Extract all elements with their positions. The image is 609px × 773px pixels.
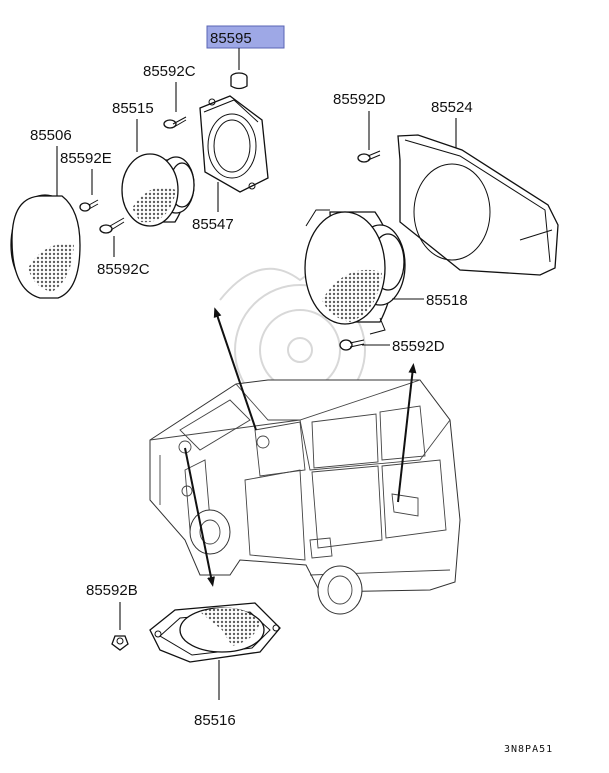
- part-label-85516[interactable]: 85516: [194, 712, 236, 729]
- part-label-85518[interactable]: 85518: [426, 292, 468, 309]
- part-85518-speaker: [304, 209, 406, 335]
- part-label-85592b[interactable]: 85592B: [86, 582, 138, 599]
- part-label-85592d-top[interactable]: 85592D: [333, 91, 386, 108]
- part-85547-bracket: [199, 95, 269, 193]
- arrow-to-85547: [213, 307, 257, 431]
- part-label-85592e[interactable]: 85592E: [60, 150, 112, 167]
- screw-85592b: [111, 635, 129, 651]
- screw-85592d-bottom: [339, 339, 365, 351]
- part-label-85506[interactable]: 85506: [30, 127, 72, 144]
- part-85506-grille-cover: [10, 194, 81, 299]
- arrow-to-85516: [184, 447, 215, 587]
- part-85516-speaker: [149, 602, 281, 663]
- part-85515-tweeter: [121, 153, 195, 227]
- part-label-85595[interactable]: 85595: [210, 30, 252, 47]
- screw-85592c-bottom: [99, 217, 125, 234]
- screw-85592e: [79, 199, 99, 212]
- part-85524-mounting-plate: [397, 134, 559, 276]
- part-label-85592d-bottom[interactable]: 85592D: [392, 338, 445, 355]
- part-label-85595-highlight[interactable]: 85595: [206, 25, 285, 49]
- part-label-85592c-top[interactable]: 85592C: [143, 63, 196, 80]
- part-label-85524[interactable]: 85524: [431, 99, 473, 116]
- arrow-to-85518: [397, 363, 417, 503]
- screw-85592d-top: [357, 150, 381, 163]
- part-85595-bushing: [230, 48, 248, 90]
- diagram-code: 3N8PA51: [504, 744, 553, 755]
- part-label-85592c-bottom[interactable]: 85592C: [97, 261, 150, 278]
- part-label-85547[interactable]: 85547: [192, 216, 234, 233]
- screw-85592c-top: [163, 116, 187, 129]
- part-label-85515[interactable]: 85515: [112, 100, 154, 117]
- vehicle-van-outline: [149, 379, 461, 615]
